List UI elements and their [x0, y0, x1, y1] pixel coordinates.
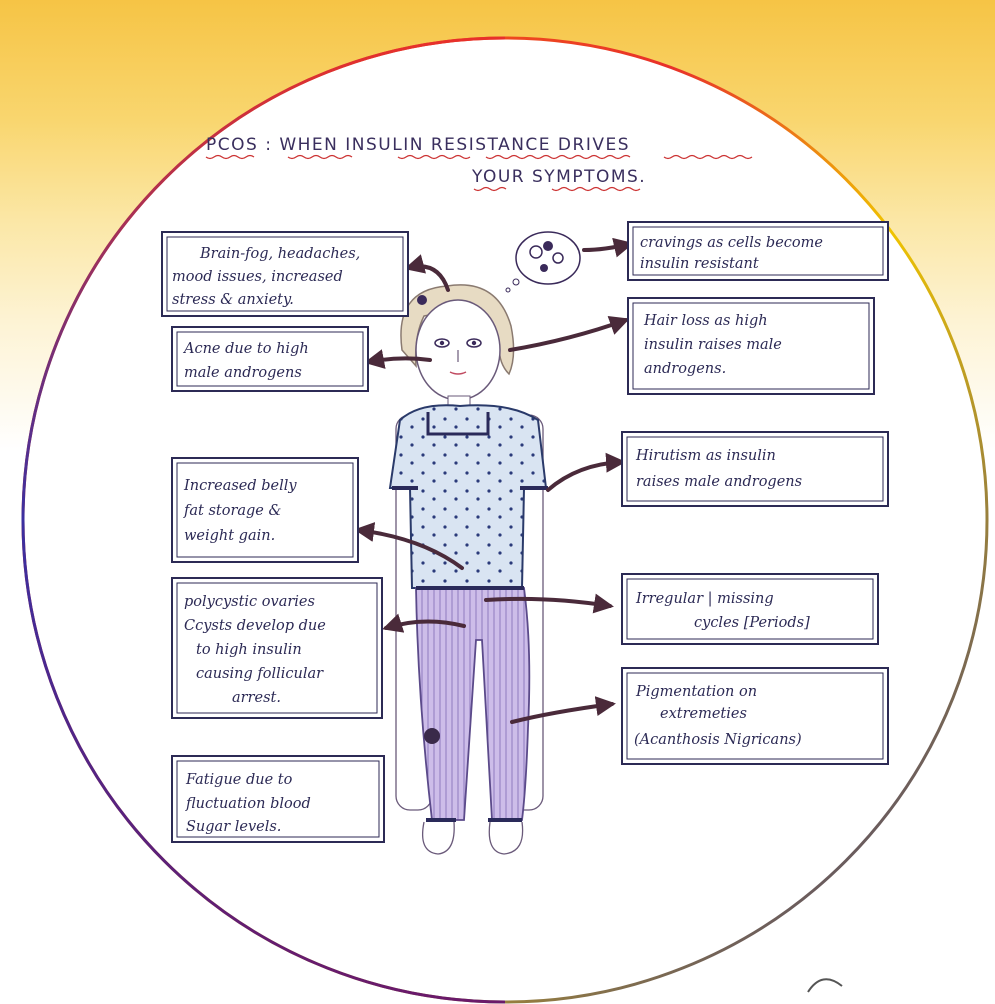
box-text-line: weight gain.	[184, 528, 275, 544]
box-pigmentation: Pigmentation on extremeties (Acanthosis …	[621, 667, 889, 765]
logo-mark	[807, 978, 843, 993]
box-text-line: Irregular | missing	[635, 591, 774, 607]
box-text-line: fat storage &	[183, 503, 281, 519]
box-text-line: raises male androgens	[636, 474, 802, 490]
arrow-polycystic	[382, 613, 466, 633]
box-text-line: extremeties	[660, 706, 747, 722]
arrow-acne	[364, 349, 432, 369]
box-text-line: male androgens	[184, 365, 302, 381]
box-text-line: Fatigue due to	[185, 772, 293, 788]
arrow-hair-loss	[508, 315, 630, 352]
box-text-line: YOUR SYMPTOMS.	[471, 167, 646, 187]
box-text-line: insulin raises male	[644, 337, 782, 353]
box-text-line: Acne due to high	[182, 341, 309, 357]
box-text-line: cycles [Periods]	[694, 615, 810, 631]
figure-pants	[415, 587, 531, 821]
title: PCOS : WHEN INSULIN RESISTANCE DRIVES YO…	[205, 135, 753, 192]
box-text-line: mood issues, increased	[172, 269, 343, 285]
box-hirutism: Hirutism as insulin raises male androgen…	[621, 431, 889, 507]
box-text-line: to high insulin	[196, 642, 302, 658]
box-text-line: Hair loss as high	[643, 313, 768, 329]
box-text-line: insulin resistant	[640, 256, 759, 272]
thought-bubble	[505, 231, 581, 293]
box-cravings: cravings as cells become insulin resista…	[627, 221, 889, 281]
arrow-irregular	[484, 593, 614, 614]
box-text-line: causing follicular	[196, 666, 324, 682]
box-text-line: Brain-fog, headaches,	[199, 246, 360, 262]
box-fatigue: Fatigue due to fluctuation blood Sugar l…	[171, 755, 385, 843]
box-text-line: polycystic ovaries	[184, 594, 315, 610]
arrow-cravings	[582, 237, 634, 258]
box-text-line: Pigmentation on	[635, 684, 757, 700]
box-text-line: fluctuation blood	[185, 796, 311, 812]
box-polycystic: polycystic ovaries Ccysts develop due to…	[171, 577, 383, 719]
arrows	[354, 237, 634, 724]
box-text-line: stress & anxiety.	[172, 292, 294, 308]
box-acne: Acne due to high male androgens	[171, 326, 369, 392]
box-text-line: PCOS : WHEN INSULIN RESISTANCE DRIVES	[206, 135, 630, 155]
box-brain-fog: Brain-fog, headaches, mood issues, incre…	[161, 231, 409, 317]
box-text-line: Sugar levels.	[186, 819, 281, 835]
box-text-line: arrest.	[232, 690, 281, 706]
arrow-brain-fog	[404, 254, 450, 292]
figure	[388, 284, 548, 855]
box-text-line: (Acanthosis Nigricans)	[634, 732, 802, 748]
box-text-line: Hirutism as insulin	[635, 448, 776, 464]
arrow-belly-fat	[354, 522, 464, 570]
box-text-line: Ccysts develop due	[184, 618, 326, 634]
arrow-pigmentation	[510, 696, 616, 724]
arrow-hirutism	[546, 452, 626, 492]
box-text-line: Increased belly	[183, 478, 297, 494]
box-irregular: Irregular | missing cycles [Periods]	[621, 573, 879, 645]
figure-hair	[400, 284, 515, 376]
box-hair-loss: Hair loss as high insulin raises male an…	[627, 297, 875, 395]
box-text-line: androgens.	[644, 361, 726, 377]
box-text-line: cravings as cells become	[640, 235, 823, 251]
box-belly-fat: Increased belly fat storage & weight gai…	[171, 457, 359, 563]
circle-frame-left-arc	[21, 36, 506, 1004]
